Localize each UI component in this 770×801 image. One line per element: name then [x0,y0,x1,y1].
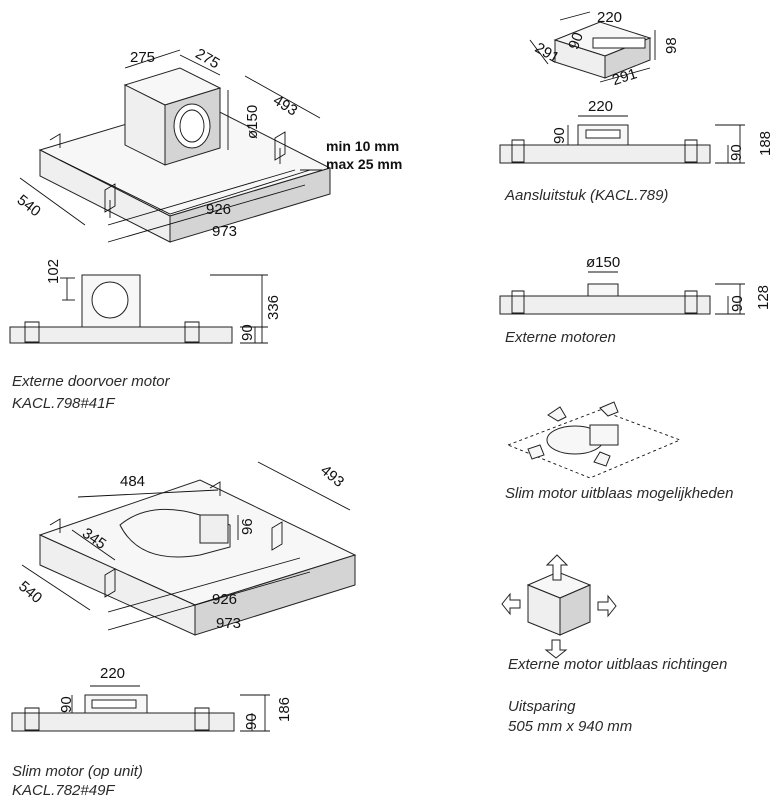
dim-connector-height: 90 [565,30,587,51]
slim-motor-outlet-options [506,401,682,479]
dim-motors-total-height: 128 [755,285,770,310]
dim-motors-body-height: 90 [729,295,746,312]
dim-motor-depth: 275 [192,45,222,72]
dim-connector-side-height: 90 [551,127,568,144]
dim-total-height: 336 [265,295,282,320]
dim-slim-side-length: 220 [100,665,125,682]
caption-cutout-label: Uitsparing [508,698,576,715]
iso-hood-slim-motor [21,461,357,636]
dim-slim-total-height: 186 [276,697,293,722]
dim-slim-side-height: 90 [58,696,75,713]
side-hood-external-motor [9,274,268,344]
note-max-gap: max 25 mm [326,156,402,172]
caption-slim-motor: Slim motor (op unit) [12,763,143,780]
dim-connector-length: 220 [597,9,622,26]
dim-duct-diameter: ø150 [244,105,261,139]
caption-slim-outlet-options: Slim motor uitblaas mogelijkheden [505,485,734,502]
caption-external-feedthrough-motor: Externe doorvoer motor [12,373,170,390]
caption-external-outlet-directions: Externe motor uitblaas richtingen [508,656,728,673]
caption-external-feedthrough-code: KACL.798#41F [12,395,115,412]
dim-slim-height: 96 [239,518,256,535]
side-slim-motor [11,685,270,732]
caption-connector-piece: Aansluitstuk (KACL.789) [505,187,669,204]
caption-slim-motor-code: KACL.782#49F [12,782,115,799]
dim-slim-depth: 493 [317,462,347,491]
dim-width-outer: 973 [212,223,237,240]
dim-slim-width-outer: 973 [216,615,241,632]
dim-motor-width: 275 [130,49,155,66]
dim-motor-offset: 102 [45,259,62,284]
caption-external-motors: Externe motoren [505,329,616,346]
dim-connector-total-height: 188 [757,131,770,156]
dim-connector-width: 98 [663,37,680,54]
dim-slim-width-inner: 926 [212,591,237,608]
iso-connector-piece [529,11,656,83]
dim-hood-depth: 493 [270,92,300,120]
iso-hood-external-motor [19,49,332,243]
dim-side-depth: 540 [14,191,44,220]
dim-motor-duct-diameter: ø150 [586,254,620,271]
dim-slim-side-depth: 540 [15,578,45,607]
dim-connector-body-height: 90 [728,144,745,161]
external-motor-outlet-directions [501,554,617,659]
side-external-motors [499,271,745,315]
dim-slim-length: 484 [120,473,145,490]
dim-connector-depth-right: 291 [610,65,639,89]
caption-cutout-size: 505 mm x 940 mm [508,718,633,735]
dim-slim-body-height: 90 [243,713,260,730]
note-min-gap: min 10 mm [326,138,399,154]
side-connector-piece [499,115,745,164]
dim-body-height: 90 [239,324,256,341]
dim-connector-side-length: 220 [588,98,613,115]
dim-width-inner: 926 [206,201,231,218]
